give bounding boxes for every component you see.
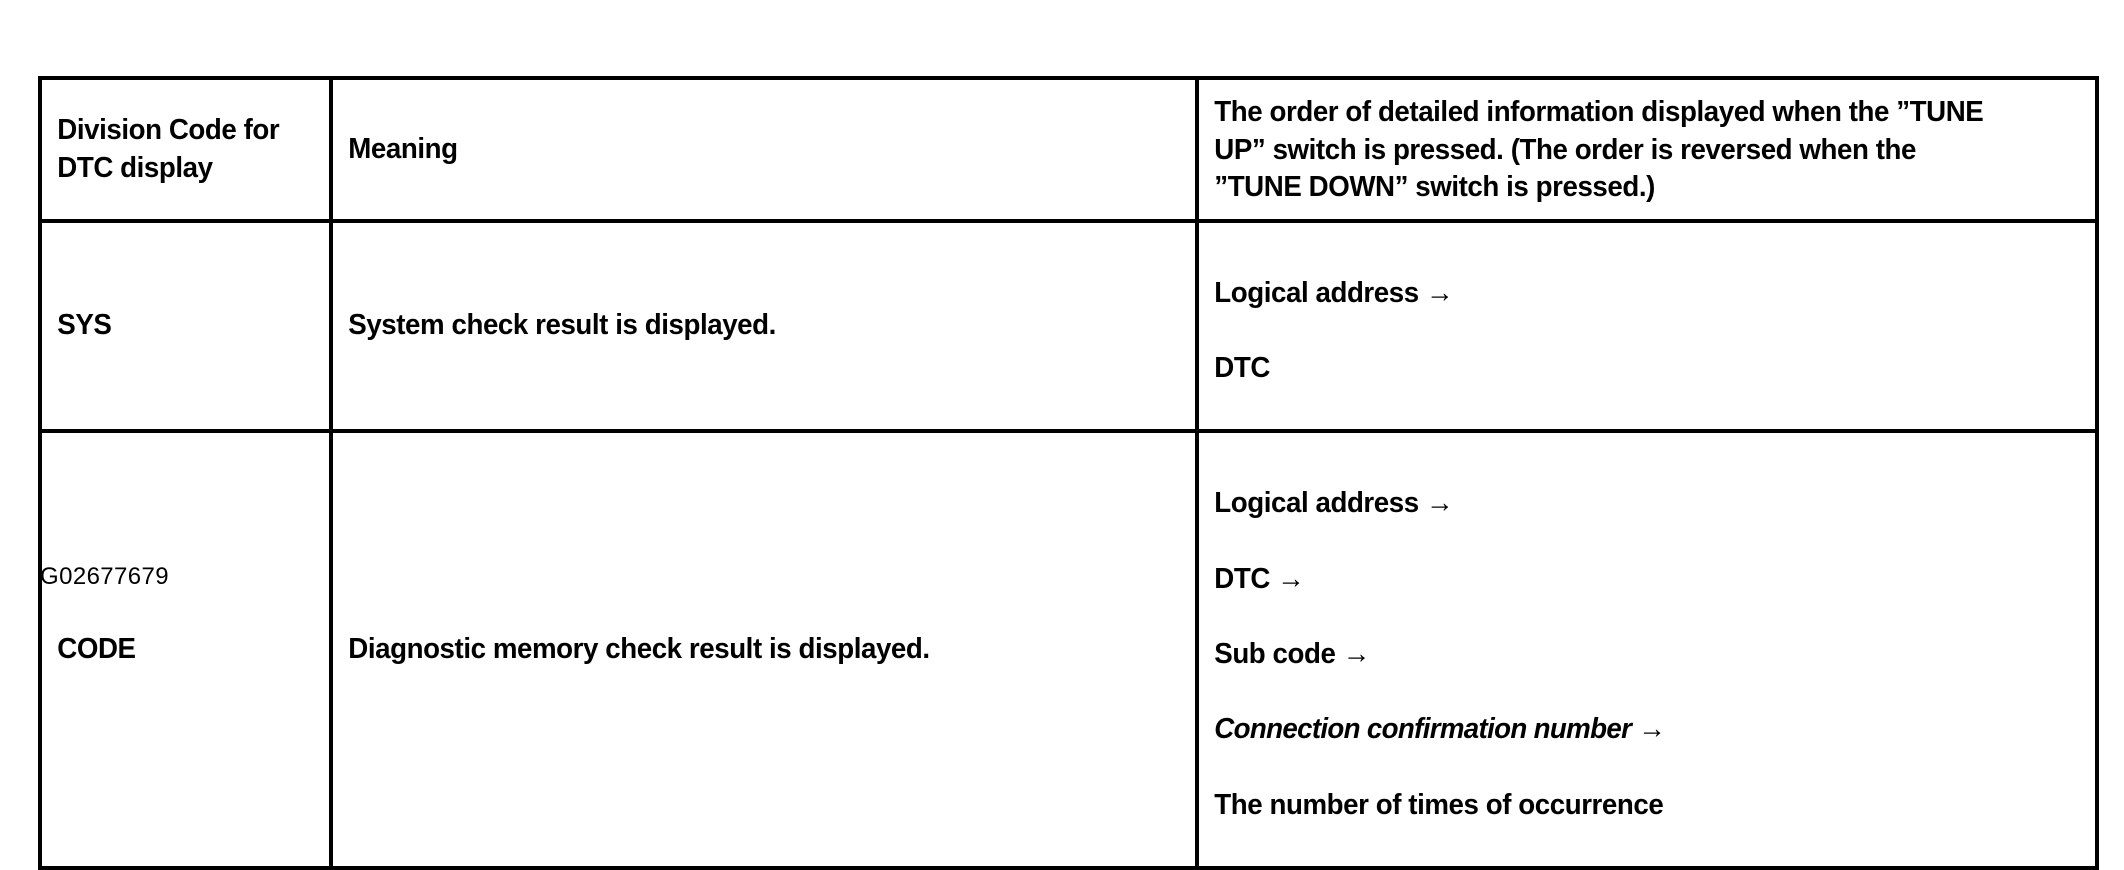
order-step: Connection confirmation number → [1214, 713, 1666, 746]
table-body: Division Code for DTC display Meaning Th… [38, 76, 2099, 870]
dtc-division-code-table: Division Code for DTC display Meaning Th… [38, 76, 2099, 870]
header-cell-order: The order of detailed information displa… [1195, 76, 2099, 223]
meaning-value: System check result is displayed. [348, 309, 776, 342]
header-cell-division-code: Division Code for DTC display [38, 76, 333, 223]
header-order-text: The order of detailed information displa… [1214, 96, 1984, 204]
cell-division-code-sys: SYS [38, 218, 333, 434]
meaning-value: Diagnostic memory check result is displa… [348, 632, 930, 665]
order-step: DTC → [1214, 562, 1305, 595]
figure-caption: G02677679 [40, 563, 170, 590]
header-cell-meaning: Meaning [329, 76, 1199, 223]
table-row: CODE Diagnostic memory check result is d… [38, 429, 2099, 870]
cell-meaning-sys: System check result is displayed. [329, 218, 1199, 434]
cell-order-code: Logical address → DTC → Sub code → Conne… [1195, 429, 2099, 870]
header-division-code-text: Division Code for DTC display [57, 113, 280, 184]
table-row: SYS System check result is displayed. Lo… [38, 218, 2099, 434]
order-step: DTC [1214, 352, 1270, 385]
cell-division-code-code: CODE [38, 429, 333, 870]
order-step-list: Logical address → DTC → Sub code → Conne… [1199, 433, 2055, 866]
table-header-row: Division Code for DTC display Meaning Th… [38, 76, 2099, 223]
order-step: The number of times of occurrence [1214, 788, 1664, 821]
order-step: Logical address → [1214, 487, 1454, 520]
order-step-list: Logical address → DTC [1199, 223, 2055, 429]
document-page: Division Code for DTC display Meaning Th… [38, 76, 2099, 870]
cell-order-sys: Logical address → DTC [1195, 218, 2099, 434]
cell-meaning-code: Diagnostic memory check result is displa… [329, 429, 1199, 870]
division-code-value: SYS [57, 309, 112, 342]
order-step: Logical address → [1214, 276, 1454, 309]
division-code-value: CODE [57, 632, 136, 665]
header-meaning-text: Meaning [348, 132, 458, 165]
order-step: Sub code → [1214, 637, 1371, 670]
